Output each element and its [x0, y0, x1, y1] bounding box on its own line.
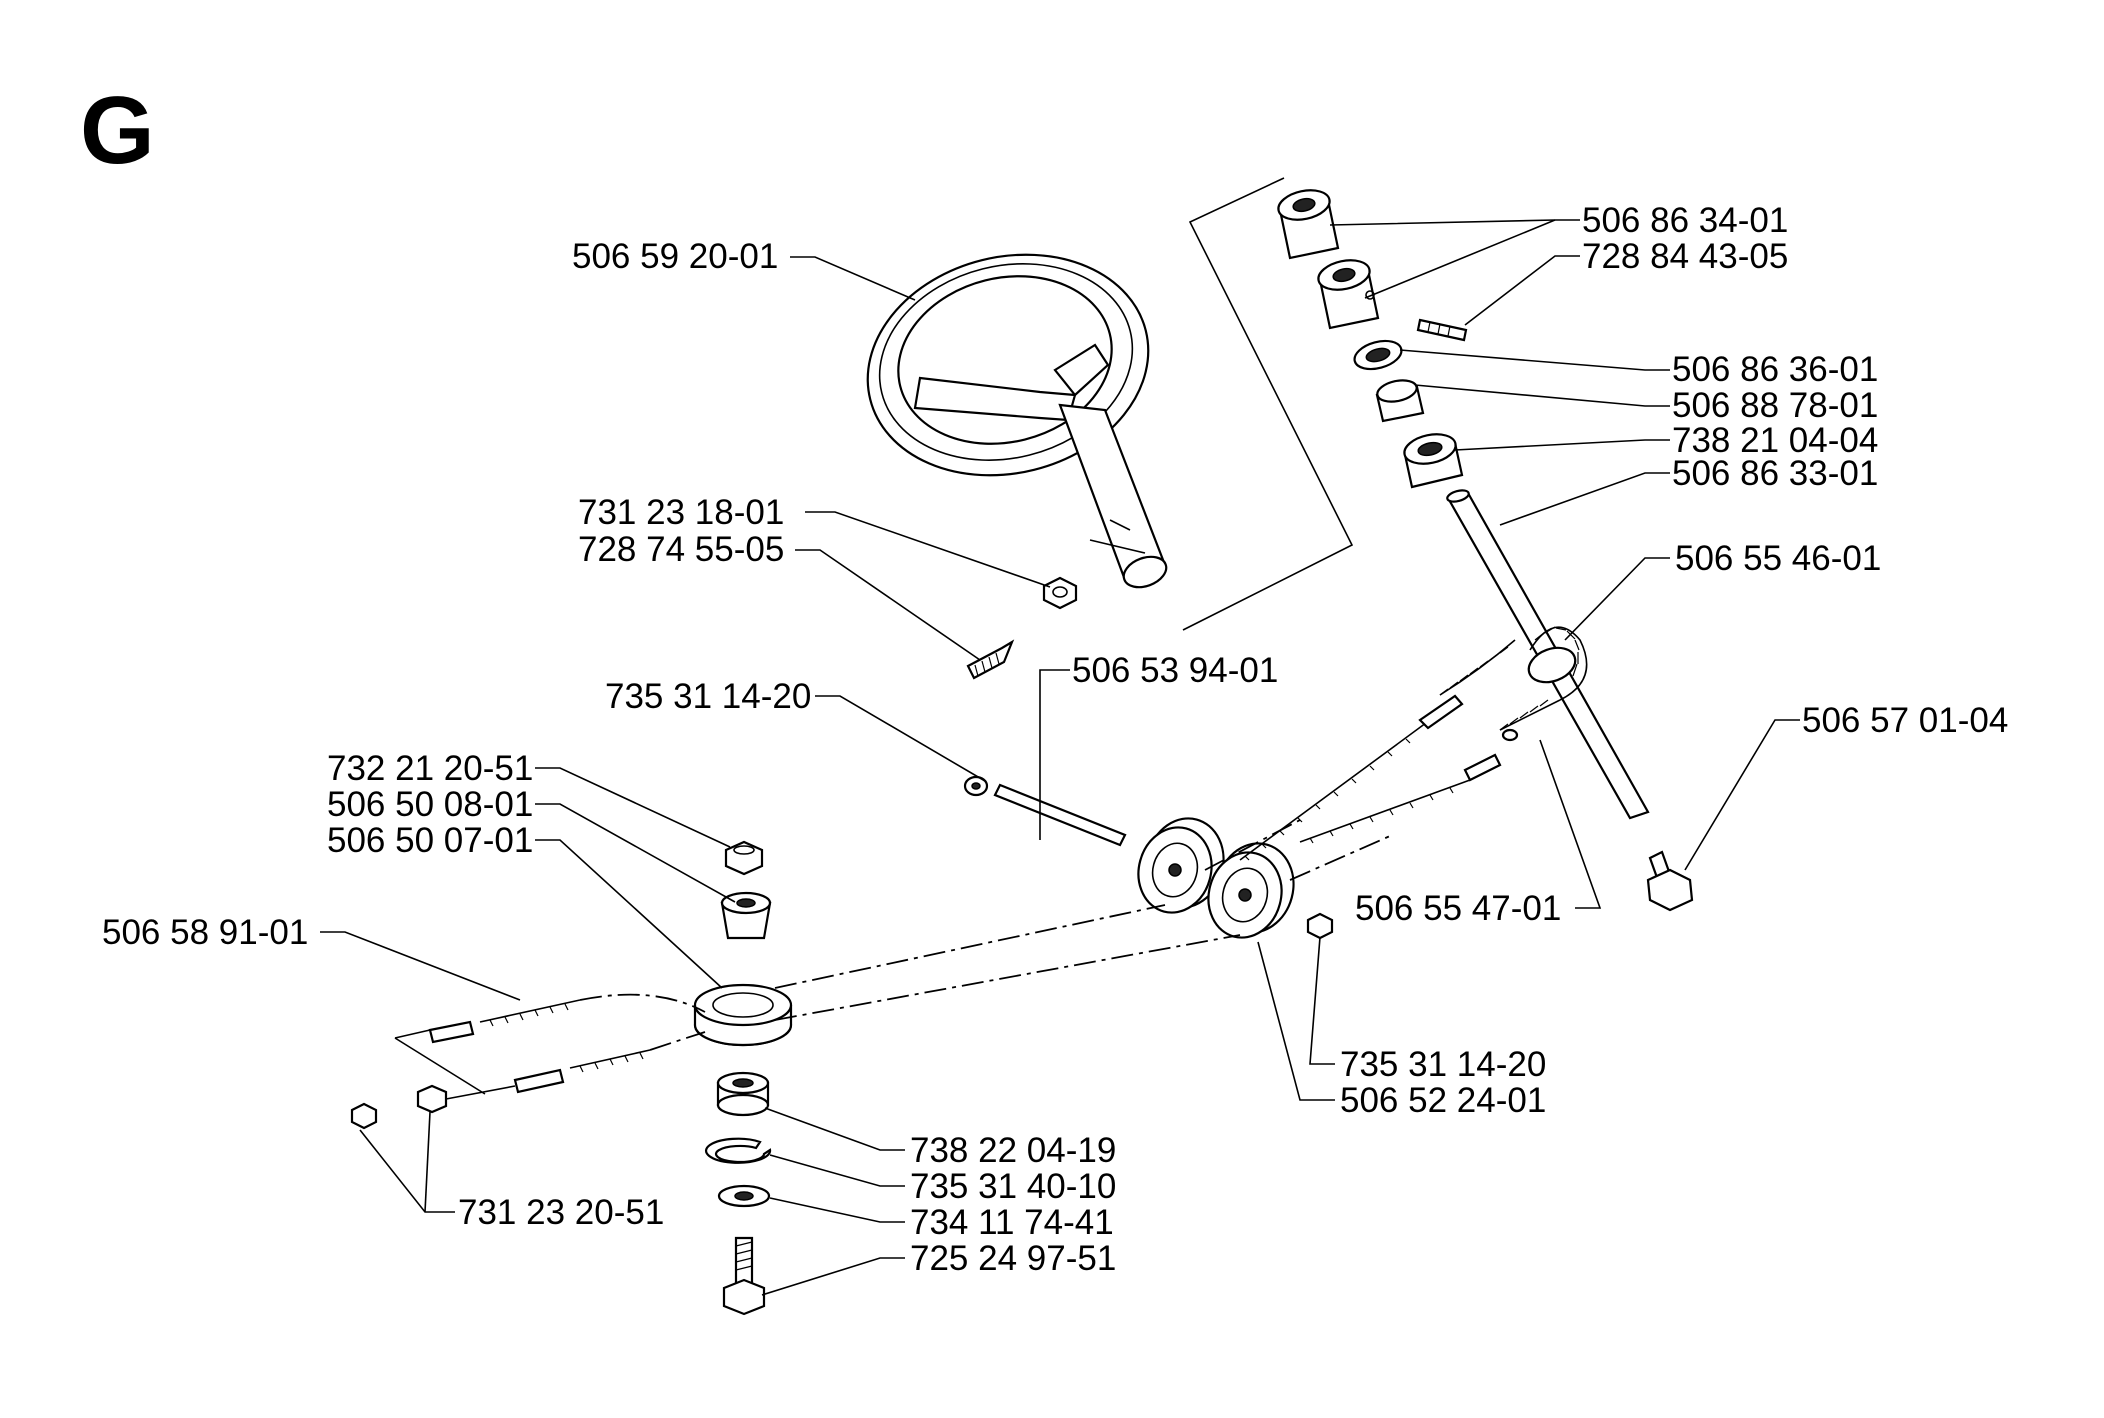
- label-lower-pulley: 506 50 07-01: [327, 821, 533, 860]
- label-cable: 506 58 91-01: [102, 913, 308, 952]
- label-steering-shaft: 506 86 33-01: [1672, 454, 1878, 493]
- lower-pulley-drawing: [693, 983, 793, 1047]
- section-letter: G: [80, 77, 155, 184]
- label-chain-link: 506 55 47-01: [1355, 889, 1561, 928]
- sprocket-chain-drawing: [1439, 626, 1588, 731]
- upper-washer-drawing: [1353, 339, 1403, 371]
- label-lower-bolt: 725 24 97-51: [910, 1239, 1116, 1278]
- belt-drawing: [774, 819, 1391, 1021]
- label-wheel-screw: 728 74 55-05: [578, 530, 784, 569]
- label-wheel-nut: 731 23 18-01: [578, 493, 784, 532]
- label-top-spacer: 506 50 08-01: [327, 785, 533, 824]
- leader-lines: [320, 219, 1800, 1296]
- label-cable-nuts: 731 23 20-51: [458, 1193, 664, 1232]
- upper-cables-drawing: [1239, 694, 1519, 861]
- assembly-bracket: [1182, 177, 1354, 631]
- label-sprocket-chain: 506 55 46-01: [1675, 539, 1881, 578]
- lower-bolt-drawing: [722, 1236, 766, 1316]
- label-set-screw: 728 84 43-05: [1582, 237, 1788, 276]
- set-screw-drawing: [1416, 318, 1468, 342]
- cable-nuts-drawing: [350, 1084, 516, 1130]
- circlip-drawing: [704, 1137, 772, 1164]
- label-lower-bearing: 738 22 04-19: [910, 1131, 1116, 1170]
- wheel-screw-drawing: [966, 639, 1015, 680]
- label-upper-bushing: 506 88 78-01: [1672, 386, 1878, 425]
- pulley-shaft-drawing: [963, 775, 1127, 847]
- label-lower-washer: 734 11 74-41: [910, 1203, 1114, 1242]
- label-left-clip: 735 31 14-20: [605, 677, 811, 716]
- upper-bearing-drawing: [1403, 433, 1464, 489]
- label-upper-collar: 506 86 34-01: [1582, 201, 1788, 240]
- label-pulley-pair: 506 52 24-01: [1340, 1081, 1546, 1120]
- label-top-nut: 732 21 20-51: [327, 749, 533, 788]
- label-upper-bearing: 738 21 04-04: [1672, 421, 1878, 460]
- lower-bearing-drawing: [716, 1071, 770, 1117]
- label-steering-wheel: 506 59 20-01: [572, 237, 778, 276]
- label-pulley-shaft: 506 53 94-01: [1072, 651, 1278, 690]
- part-labels: 506 59 20-01 731 23 18-01 728 74 55-05 5…: [102, 201, 2008, 1278]
- wheel-nut-drawing: [1042, 576, 1078, 610]
- label-right-clip: 735 31 14-20: [1340, 1045, 1546, 1084]
- top-nut-drawing: [724, 840, 764, 876]
- label-circlip: 735 31 40-10: [910, 1167, 1116, 1206]
- cable-drawing: [394, 993, 706, 1095]
- steering-wheel-drawing: [866, 253, 1168, 589]
- upper-collars-drawing: [1277, 189, 1380, 330]
- label-shaft-end-bolt: 506 57 01-04: [1802, 701, 2008, 740]
- lower-washer-drawing: [717, 1184, 771, 1208]
- top-spacer-drawing: [720, 891, 772, 940]
- pulley-pair-drawing: [1137, 817, 1295, 939]
- right-clip-drawing: [1306, 912, 1334, 940]
- shaft-end-bolt-drawing: [1646, 850, 1694, 912]
- label-upper-washer: 506 86 36-01: [1672, 350, 1878, 389]
- upper-bushing-drawing: [1375, 379, 1425, 423]
